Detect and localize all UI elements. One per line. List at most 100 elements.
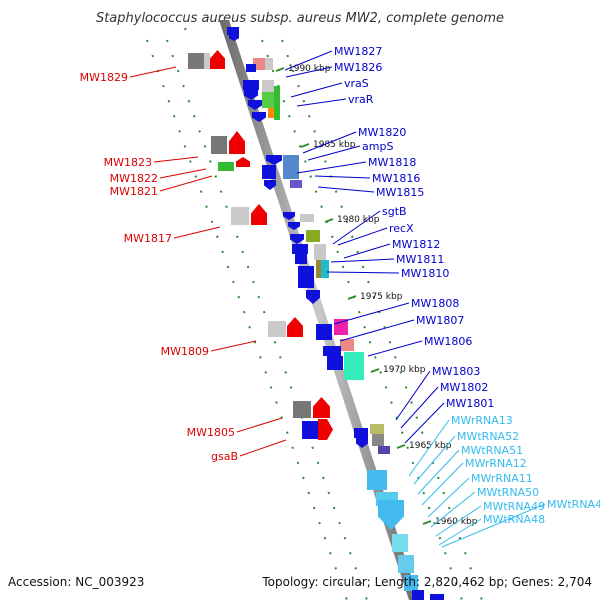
rna-leader-line: [438, 518, 482, 546]
kbp-tick-label: 1985 kbp: [313, 140, 356, 150]
gene-block: [412, 590, 424, 600]
gene-block: [370, 424, 384, 434]
gene-block: [344, 352, 364, 380]
rna-label: MWrRNA13: [451, 414, 513, 427]
rna-label: MWtRNA48: [483, 513, 545, 526]
kbp-tick-mark: [370, 368, 380, 373]
label-leader-line: [326, 271, 400, 274]
gene-block: [340, 339, 354, 351]
rna-label: MWtRNA43: [547, 498, 600, 511]
left-leader-line: [210, 340, 257, 352]
gene-label-right: MW1816: [372, 172, 420, 185]
label-leader-line: [333, 302, 410, 325]
label-leader-line: [296, 98, 347, 107]
gene-label-left: MW1822: [110, 172, 158, 185]
gene-label-right: MW1808: [411, 297, 459, 310]
gene-block: [262, 165, 276, 179]
gene-label-left: MW1805: [187, 426, 235, 439]
gene-block: [404, 575, 418, 591]
gene-block: [188, 53, 204, 69]
gene-arrow-down: [252, 112, 266, 122]
gene-arrow-up: [287, 317, 303, 337]
gene-label-right: MW1806: [424, 335, 472, 348]
gene-arrow-down: [288, 222, 300, 230]
label-leader-line: [307, 145, 361, 161]
gene-block: [392, 534, 408, 552]
gene-block: [295, 252, 307, 264]
gene-label-left: gsaB: [211, 450, 238, 463]
gene-label-right: MW1810: [401, 267, 449, 280]
gene-arrow-down: [244, 90, 258, 100]
left-leader-line: [236, 417, 283, 433]
gene-block: [430, 594, 444, 600]
gene-block: [321, 260, 329, 278]
left-leader-line: [153, 156, 199, 163]
gene-block: [218, 162, 234, 171]
rna-label: MWrRNA12: [465, 457, 527, 470]
rna-leader-line: [413, 435, 456, 485]
gene-block: [354, 428, 368, 438]
kbp-tick-label: 1990 kbp: [288, 64, 331, 74]
gene-block: [302, 421, 318, 439]
gene-label-right: MW1827: [334, 45, 382, 58]
rna-label: MWtRNA49: [483, 500, 545, 513]
gene-block: [262, 80, 274, 92]
gene-label-left: MW1817: [124, 232, 172, 245]
left-leader-line: [159, 175, 213, 192]
gene-label-right: MW1811: [396, 253, 444, 266]
rna-leader-line: [417, 449, 460, 495]
gene-label-left: MW1829: [80, 71, 128, 84]
topology-text: Topology: circular; Length: 2,820,462 bp…: [261, 575, 592, 589]
gene-label-right: vraS: [344, 77, 369, 90]
rna-label: MWtRNA52: [457, 430, 519, 443]
kbp-tick-mark: [422, 520, 432, 525]
gene-label-left: MW1823: [104, 156, 152, 169]
gene-label-right: MW1801: [446, 397, 494, 410]
label-leader-line: [343, 243, 391, 259]
strand-guide-top: [184, 27, 190, 41]
gene-label-right: sgtB: [382, 205, 407, 218]
gene-label-right: MW1803: [432, 365, 480, 378]
gene-block: [367, 470, 387, 490]
gene-arrow-down: [264, 180, 276, 190]
rna-leader-line: [435, 505, 482, 537]
label-leader-line: [317, 186, 375, 193]
gene-block: [268, 321, 286, 337]
left-leader-line: [129, 66, 177, 78]
label-leader-line: [284, 50, 333, 71]
gene-block: [398, 555, 414, 573]
kbp-tick-mark: [396, 444, 406, 449]
gene-block: [265, 58, 273, 70]
gene-label-right: MW1802: [440, 381, 488, 394]
gene-block: [293, 401, 311, 418]
gene-label-right: MW1807: [416, 314, 464, 327]
gene-block: [274, 86, 280, 120]
gene-features: [188, 27, 444, 600]
gene-arrow-right: [318, 419, 333, 440]
gene-label-left: MW1821: [110, 185, 158, 198]
gene-arrow-up: [236, 157, 250, 167]
accession-text: Accession: NC_003923: [8, 575, 144, 589]
gene-arrow-down: [290, 234, 304, 244]
gene-block: [316, 260, 321, 278]
gene-label-right: MW1818: [368, 156, 416, 169]
label-leader-line: [285, 66, 333, 78]
gene-block: [268, 108, 274, 118]
kbp-tick-mark: [324, 218, 334, 223]
label-leader-line: [395, 370, 431, 421]
gene-label-right: MW1812: [392, 238, 440, 251]
gene-block: [204, 53, 210, 69]
gene-arrow-up: [251, 204, 267, 225]
gene-block: [246, 64, 256, 72]
kbp-tick-mark: [300, 143, 310, 148]
gene-label-right: MW1815: [376, 186, 424, 199]
gene-arrow-up: [210, 50, 225, 69]
rna-label: MWtRNA51: [461, 444, 523, 457]
gene-label-right: recX: [389, 222, 414, 235]
label-leader-line: [339, 319, 415, 342]
gene-label-left: MW1809: [161, 345, 209, 358]
kbp-tick-mark: [275, 67, 285, 72]
gene-block: [283, 155, 299, 179]
